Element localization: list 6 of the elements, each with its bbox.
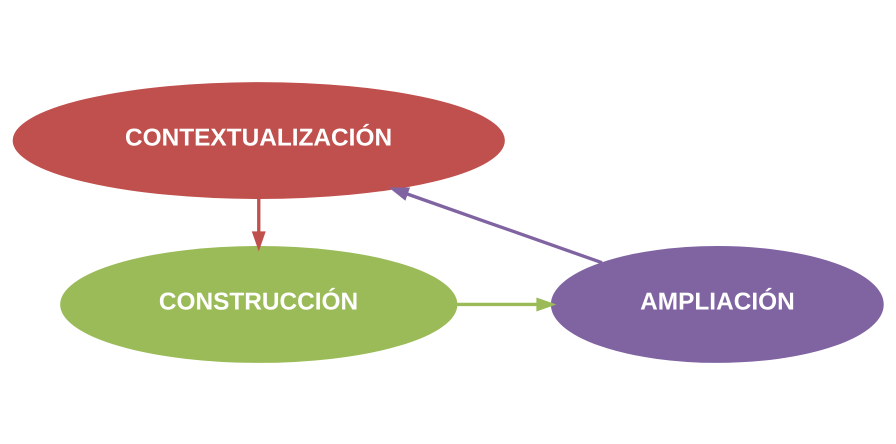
arrow xyxy=(252,198,266,251)
node-ellipse: AMPLIACIÓN xyxy=(550,246,884,362)
node-ellipse: CONSTRUCCIÓN xyxy=(60,246,458,362)
node-ellipse: CONTEXTUALIZACIÓN xyxy=(12,82,505,198)
arrow xyxy=(456,296,556,311)
arrow xyxy=(388,187,603,264)
